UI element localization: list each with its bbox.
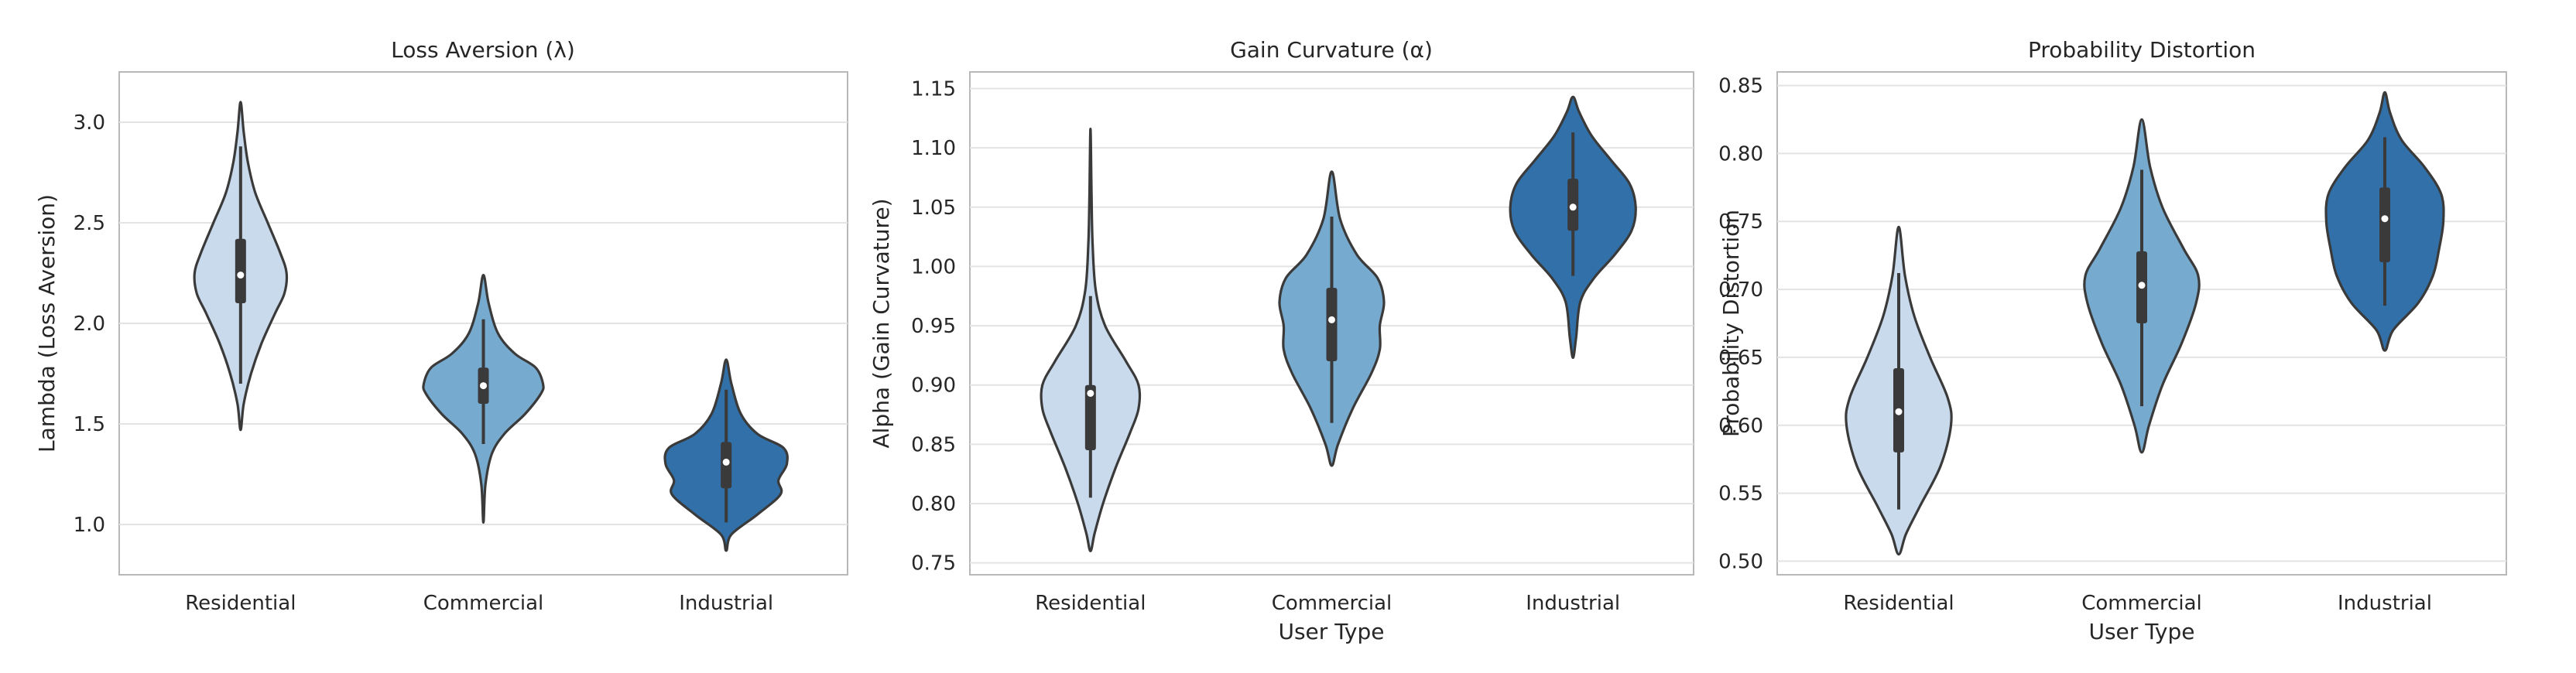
y-tick-label: 1.5 (74, 413, 105, 436)
y-tick-label: 0.50 (1718, 550, 1763, 573)
median-dot (1087, 389, 1094, 397)
y-tick-label: 0.95 (911, 315, 956, 338)
x-tick-labels: Residential Commercial Industrial (185, 592, 773, 615)
iqr-box (2379, 187, 2390, 262)
y-tick-label: 0.70 (1718, 278, 1763, 302)
x-tick-label: Residential (1843, 592, 1954, 615)
median-dot (722, 458, 730, 466)
median-dot (237, 272, 245, 279)
y-tick-label: 0.85 (1718, 75, 1763, 98)
y-tick-label: 1.15 (911, 77, 956, 101)
y-tick-label: 2.0 (74, 313, 105, 336)
x-tick-label: Industrial (1526, 592, 1620, 615)
y-axis-label: Probability Distortion (1718, 210, 1744, 437)
panel-gain-curvature: 0.75 0.80 0.85 0.90 0.95 1.00 1.05 1.10 1.15 Res… (868, 37, 1694, 644)
x-tick-labels: Residential Commercial Industrial (1843, 592, 2432, 615)
y-axis-label: Lambda (Loss Aversion) (34, 194, 60, 453)
y-tick-label: 0.80 (1718, 142, 1763, 166)
x-tick-label: Industrial (679, 592, 773, 615)
iqr-box (235, 238, 246, 303)
y-tick-labels: 1.0 1.5 2.0 2.5 3.0 (74, 111, 105, 537)
y-tick-labels: 0.50 0.55 0.60 0.65 0.70 0.75 0.80 0.85 (1718, 75, 1763, 574)
median-dot (2138, 282, 2146, 289)
median-dot (2381, 215, 2389, 223)
x-tick-labels: Residential Commercial Industrial (1035, 592, 1620, 615)
chart-title: Probability Distortion (2028, 37, 2256, 63)
y-tick-label: 1.05 (911, 196, 956, 220)
panel-loss-aversion: 1.0 1.5 2.0 2.5 3.0 Residential Commercial Ind… (34, 37, 848, 615)
axes-frame (969, 71, 1694, 576)
y-tick-label: 3.0 (74, 111, 105, 135)
axes-frame (1776, 71, 2507, 576)
x-tick-label: Commercial (423, 592, 544, 615)
median-dot (480, 382, 487, 390)
y-tick-label: 0.60 (1718, 415, 1763, 438)
y-tick-label: 0.90 (911, 374, 956, 398)
chart-title: Loss Aversion (λ) (391, 37, 575, 63)
y-tick-label: 0.75 (911, 552, 956, 576)
y-tick-label: 0.75 (1718, 210, 1763, 234)
x-axis-label: User Type (1278, 619, 1384, 644)
x-axis-label: User Type (2088, 619, 2194, 644)
median-dot (1895, 408, 1903, 415)
y-tick-labels: 0.75 0.80 0.85 0.90 0.95 1.00 1.05 1.10 1.15 (911, 77, 956, 575)
y-tick-label: 1.00 (911, 255, 956, 278)
y-axis-label: Alpha (Gain Curvature) (868, 198, 894, 448)
y-tick-label: 2.5 (74, 212, 105, 235)
y-tick-label: 0.55 (1718, 483, 1763, 506)
violin-group (1845, 91, 2445, 556)
y-tick-label: 0.85 (911, 433, 956, 456)
iqr-box (1326, 288, 1338, 362)
panel-probability-distortion: 0.50 0.55 0.60 0.65 0.70 0.75 0.80 0.85 Residen… (1718, 37, 2507, 644)
median-dot (1328, 316, 1335, 323)
iqr-box (1084, 384, 1096, 451)
x-tick-label: Commercial (2081, 592, 2202, 615)
violin-group (193, 101, 789, 552)
y-tick-label: 0.65 (1718, 347, 1763, 370)
y-tick-label: 1.0 (74, 514, 105, 537)
x-tick-label: Industrial (2338, 592, 2432, 615)
y-tick-label: 1.10 (911, 137, 956, 160)
chart-title: Gain Curvature (α) (1230, 37, 1433, 63)
x-tick-label: Residential (185, 592, 296, 615)
x-tick-label: Residential (1035, 592, 1146, 615)
median-dot (1569, 203, 1577, 211)
x-tick-label: Commercial (1272, 592, 1392, 615)
violin-group (1040, 95, 1637, 552)
y-tick-label: 0.80 (911, 493, 956, 516)
